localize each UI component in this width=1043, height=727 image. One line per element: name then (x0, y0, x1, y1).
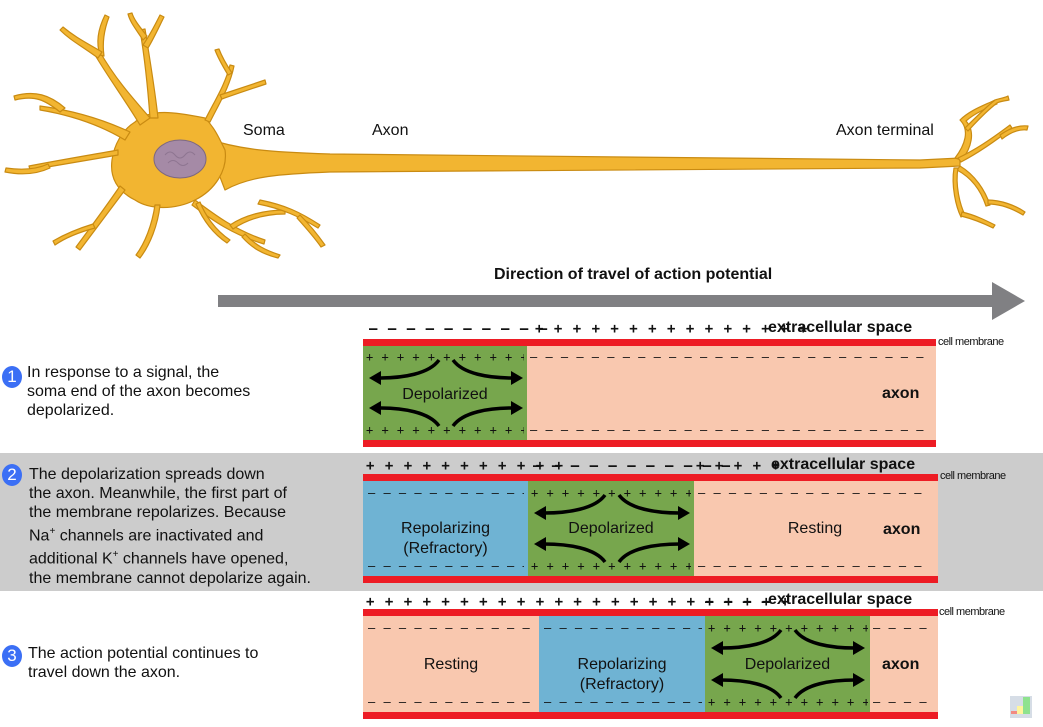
step-text-line: The depolarization spreads down (29, 466, 265, 483)
cell-membrane-bottom (363, 576, 938, 583)
segment-label-repolarizing: Repolarizing (Refractory) (401, 520, 490, 557)
bar-chart-icon[interactable] (1010, 696, 1032, 718)
step-text-line: additional K+ channels have opened, (29, 545, 311, 568)
segment-label-resting: Resting (787, 520, 843, 537)
segment-label-repolarizing: Repolarizing (Refractory) (577, 656, 667, 693)
inner-charges-negative: – – – – – – – – – – – – – – – (368, 560, 524, 572)
current-spread-arrows (711, 628, 865, 700)
cell-membrane-top (363, 609, 938, 616)
cell-membrane-label: cell membrane (940, 470, 1006, 482)
inner-charges-negative: – – – – – – – – – – – – – – – – (544, 622, 702, 634)
direction-title: Direction of travel of action potential (494, 266, 773, 283)
superscript: + (49, 526, 56, 537)
inner-charges-positive: + + + + + + + + + + + + (708, 622, 868, 634)
inner-charges-negative: – – – – – – – – – – – – – – – – – – – – … (530, 351, 930, 363)
cell-membrane-top (363, 339, 936, 346)
inner-charges-positive: + + + + + + + + + + + + (531, 560, 691, 572)
k-ion: additional K (29, 550, 113, 568)
segment-depolarized (528, 481, 694, 576)
inner-charges-positive: + + + + + + + + + + + + (366, 424, 524, 436)
segment-repolarizing (363, 481, 528, 576)
superscript: + (112, 549, 119, 561)
step-text-line: the membrane cannot depolarize again. (29, 569, 311, 587)
cell-membrane-bottom (363, 440, 936, 447)
step-text-line: Na+ channels are inactivated and (29, 522, 311, 545)
segment-depolarized (363, 346, 527, 440)
segment-resting (870, 616, 938, 712)
inner-charges-negative: – – – – – – – – – – – – – – – – (368, 696, 534, 708)
inner-charges-negative: – – – – – – – – – – – – – – – – – – – – … (698, 560, 928, 572)
cell-membrane-label: cell membrane (938, 336, 1004, 348)
inner-charges-negative: – – – – – – – – – – – – – – – – (368, 622, 534, 634)
step-text-line: the membrane repolarizes. Because (29, 504, 287, 521)
segment-label-depolarized: Depolarized (568, 520, 654, 537)
outer-charges-positive: + + + + + (696, 458, 781, 474)
nucleus (153, 139, 207, 179)
axon-label: axon (883, 521, 921, 538)
step-text-line: the axon. Meanwhile, the first part of (29, 485, 287, 502)
step-badge: 3 (2, 645, 22, 667)
segment-repolarizing (539, 616, 705, 712)
segment-resting (694, 481, 938, 576)
extracellular-label: extracellular space (768, 319, 913, 336)
cell-membrane-bottom (363, 712, 938, 719)
extracellular-label: extracellular space (771, 456, 916, 473)
step-text-fragment: channels have opened, (118, 550, 289, 568)
cell-membrane-label: cell membrane (939, 606, 1005, 618)
inner-charges-negative: – – – – – – – – – – – – – – – – (544, 696, 702, 708)
neuron-illustration (4, 12, 1029, 259)
current-spread-arrows (369, 358, 523, 428)
soma-label: Soma (243, 122, 285, 139)
axon-label: axon (882, 385, 920, 402)
segment-resting (363, 616, 539, 712)
outer-charges-positive: + + + + + + + + + + + + + + + (535, 321, 809, 337)
step-description: The action potential continues to travel… (28, 645, 259, 681)
segment-depolarized (705, 616, 870, 712)
outer-charges-negative: – – – – – – – – – – – (533, 458, 732, 474)
axon-label: axon (882, 656, 920, 673)
segment-resting (527, 346, 936, 440)
segment-label-resting: Resting (423, 656, 479, 673)
step-badge: 1 (2, 366, 22, 388)
step-text-fragment: channels are inactivated and (55, 527, 264, 545)
inner-charges-negative: – – – – – – (873, 696, 933, 708)
axon-shaft (204, 137, 961, 191)
na-ion: Na (29, 527, 50, 545)
inner-charges-negative: – – – – – – – – – – – – – – – – – – – – … (530, 424, 930, 436)
step-badge: 2 (2, 464, 22, 486)
segment-label-depolarized: Depolarized (402, 386, 488, 403)
segment-label-depolarized: Depolarized (744, 656, 831, 673)
outer-charges-positive: + + + + + + + + + + + + + + + + + + + + … (366, 594, 791, 610)
cell-membrane-top (363, 474, 938, 481)
step-description: In response to a signal, the soma end of… (27, 364, 251, 419)
direction-arrow-shaft (218, 282, 1025, 320)
inner-charges-negative: – – – – – – – – – – – – – – – – – – – – … (698, 487, 928, 499)
inner-charges-negative: – – – – – – – – – – – – – – – (368, 487, 524, 499)
extracellular-label: extracellular space (768, 591, 913, 608)
outer-charges-positive: + + + + + + + + + + + (366, 458, 565, 474)
inner-charges-positive: + + + + + + + + + + + + (531, 487, 691, 499)
outer-charges-negative: – – – – (705, 594, 772, 610)
inner-charges-positive: + + + + + + + + + + + + (708, 696, 868, 708)
arrow-head-icon (992, 282, 1025, 320)
neuron-cell (4, 12, 1029, 259)
current-spread-arrows (534, 493, 690, 564)
inner-charges-positive: + + + + + + + + + + + + (366, 351, 524, 363)
step-description: The depolarization spreads down the axon… (29, 465, 311, 588)
inner-charges-negative: – – – – – – (873, 622, 933, 634)
outer-charges-negative: – – – – – – – – – – (369, 321, 549, 337)
axon-terminal-label: Axon terminal (836, 122, 934, 139)
axon-label: Axon (372, 122, 409, 139)
